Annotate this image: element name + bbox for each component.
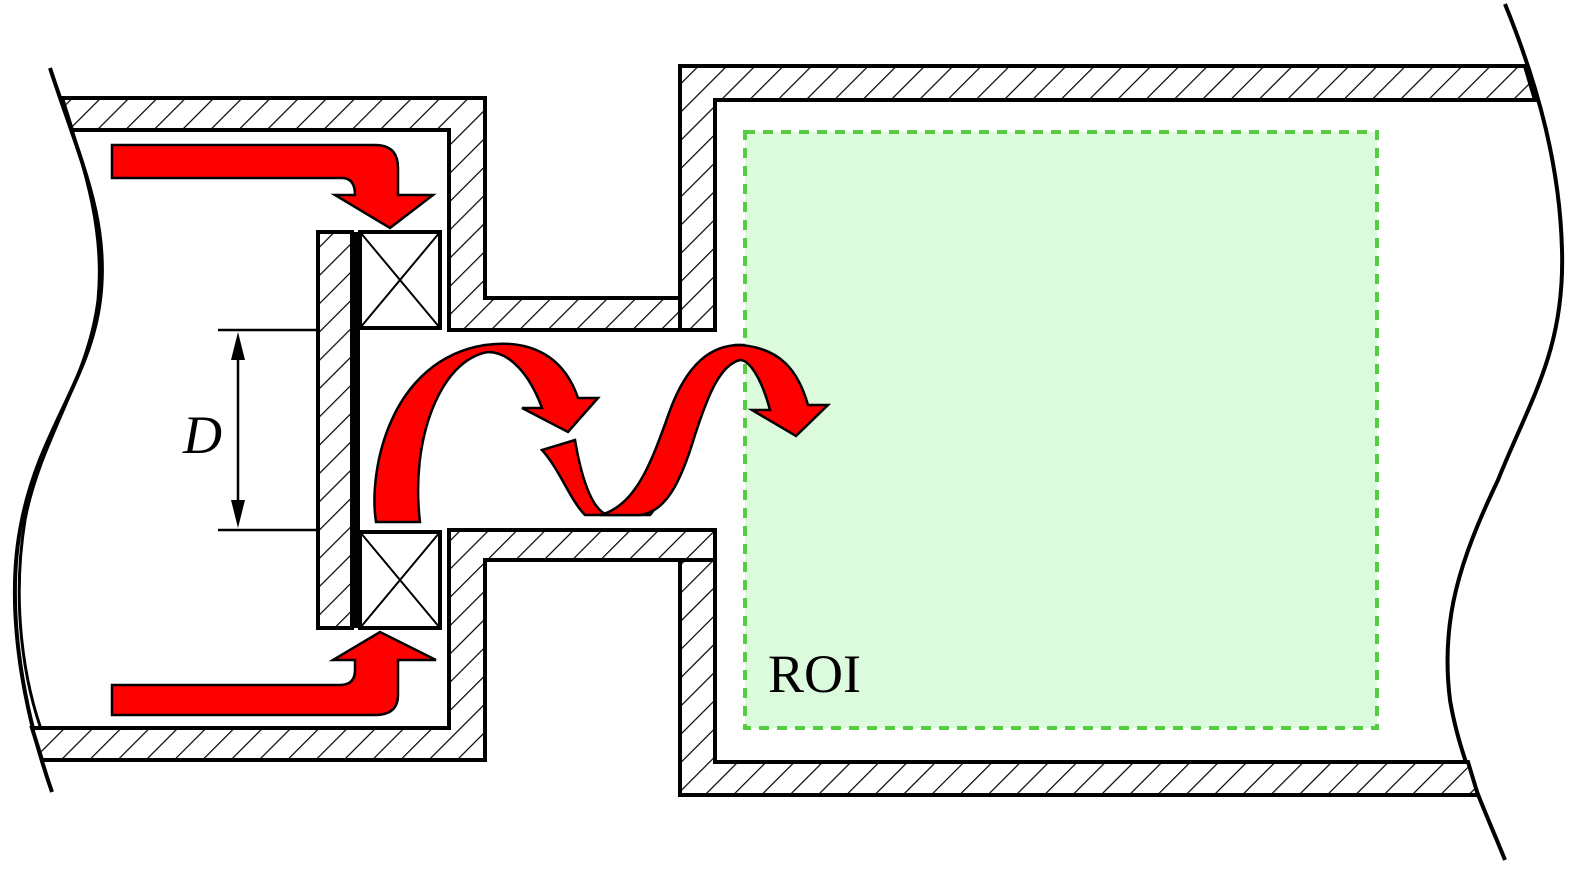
inlet-arrow-top bbox=[110, 143, 437, 230]
chamber-bottom-wall bbox=[678, 558, 1481, 797]
swirler-bottom bbox=[358, 530, 442, 630]
roi-region bbox=[743, 130, 1379, 730]
left-inner-break-line bbox=[17, 97, 101, 741]
swirl-arrow bbox=[373, 342, 832, 524]
center-body bbox=[316, 230, 354, 630]
swirler-top bbox=[358, 230, 442, 330]
chamber-top-wall bbox=[678, 64, 1538, 332]
diameter-dimension bbox=[218, 328, 318, 532]
inlet-arrow-bottom bbox=[110, 630, 437, 717]
diameter-label: D bbox=[182, 405, 222, 465]
center-body-rim bbox=[350, 232, 360, 628]
right-outer-break-line bbox=[1445, 3, 1565, 861]
roi-label: ROI bbox=[768, 644, 861, 704]
